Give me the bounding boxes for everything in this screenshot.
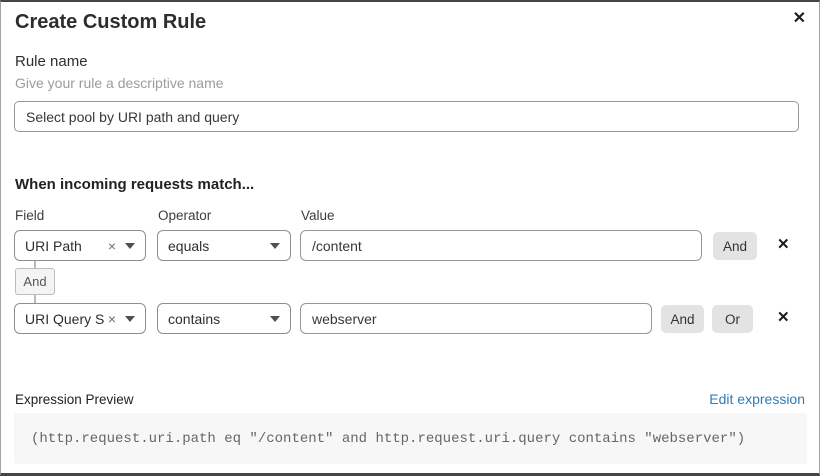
- value-input-row2[interactable]: [300, 303, 652, 334]
- and-button-row2[interactable]: And: [661, 305, 704, 333]
- remove-row2-icon[interactable]: ✕: [777, 309, 790, 326]
- match-heading: When incoming requests match...: [15, 176, 255, 193]
- clear-icon[interactable]: ×: [107, 310, 116, 327]
- clear-icon[interactable]: ×: [107, 237, 116, 254]
- rule-name-label: Rule name: [15, 53, 88, 70]
- value-input-row1[interactable]: [300, 230, 702, 261]
- dialog-title: Create Custom Rule: [15, 11, 207, 33]
- operator-select-row1[interactable]: equals: [157, 230, 291, 261]
- field-select-row2-value: URI Query St...: [25, 310, 104, 327]
- close-icon[interactable]: ✕: [792, 10, 806, 27]
- or-button-row2[interactable]: Or: [712, 305, 753, 333]
- expression-preview-label: Expression Preview: [15, 392, 134, 407]
- expression-code: (http.request.uri.path eq "/content" and…: [14, 413, 807, 464]
- connector-and-badge: And: [15, 268, 55, 295]
- field-select-row1[interactable]: URI Path ×: [14, 230, 146, 261]
- field-select-row1-value: URI Path: [25, 237, 82, 254]
- connector-line-bottom: [34, 295, 36, 303]
- rule-name-hint: Give your rule a descriptive name: [15, 75, 224, 91]
- caret-down-icon: [270, 242, 280, 249]
- value-column-label: Value: [301, 208, 335, 223]
- caret-down-icon: [125, 242, 135, 249]
- caret-down-icon: [125, 315, 135, 322]
- caret-down-icon: [270, 315, 280, 322]
- and-button-row1[interactable]: And: [713, 232, 757, 260]
- operator-column-label: Operator: [158, 208, 212, 223]
- field-column-label: Field: [15, 208, 45, 223]
- edit-expression-link[interactable]: Edit expression: [709, 391, 805, 407]
- connector-line-top: [34, 261, 36, 268]
- operator-select-row2-value: contains: [168, 310, 221, 327]
- operator-select-row1-value: equals: [168, 237, 210, 254]
- rule-name-input[interactable]: [14, 101, 799, 132]
- remove-row1-icon[interactable]: ✕: [777, 236, 790, 253]
- field-select-row2[interactable]: URI Query St... ×: [14, 303, 146, 334]
- operator-select-row2[interactable]: contains: [157, 303, 291, 334]
